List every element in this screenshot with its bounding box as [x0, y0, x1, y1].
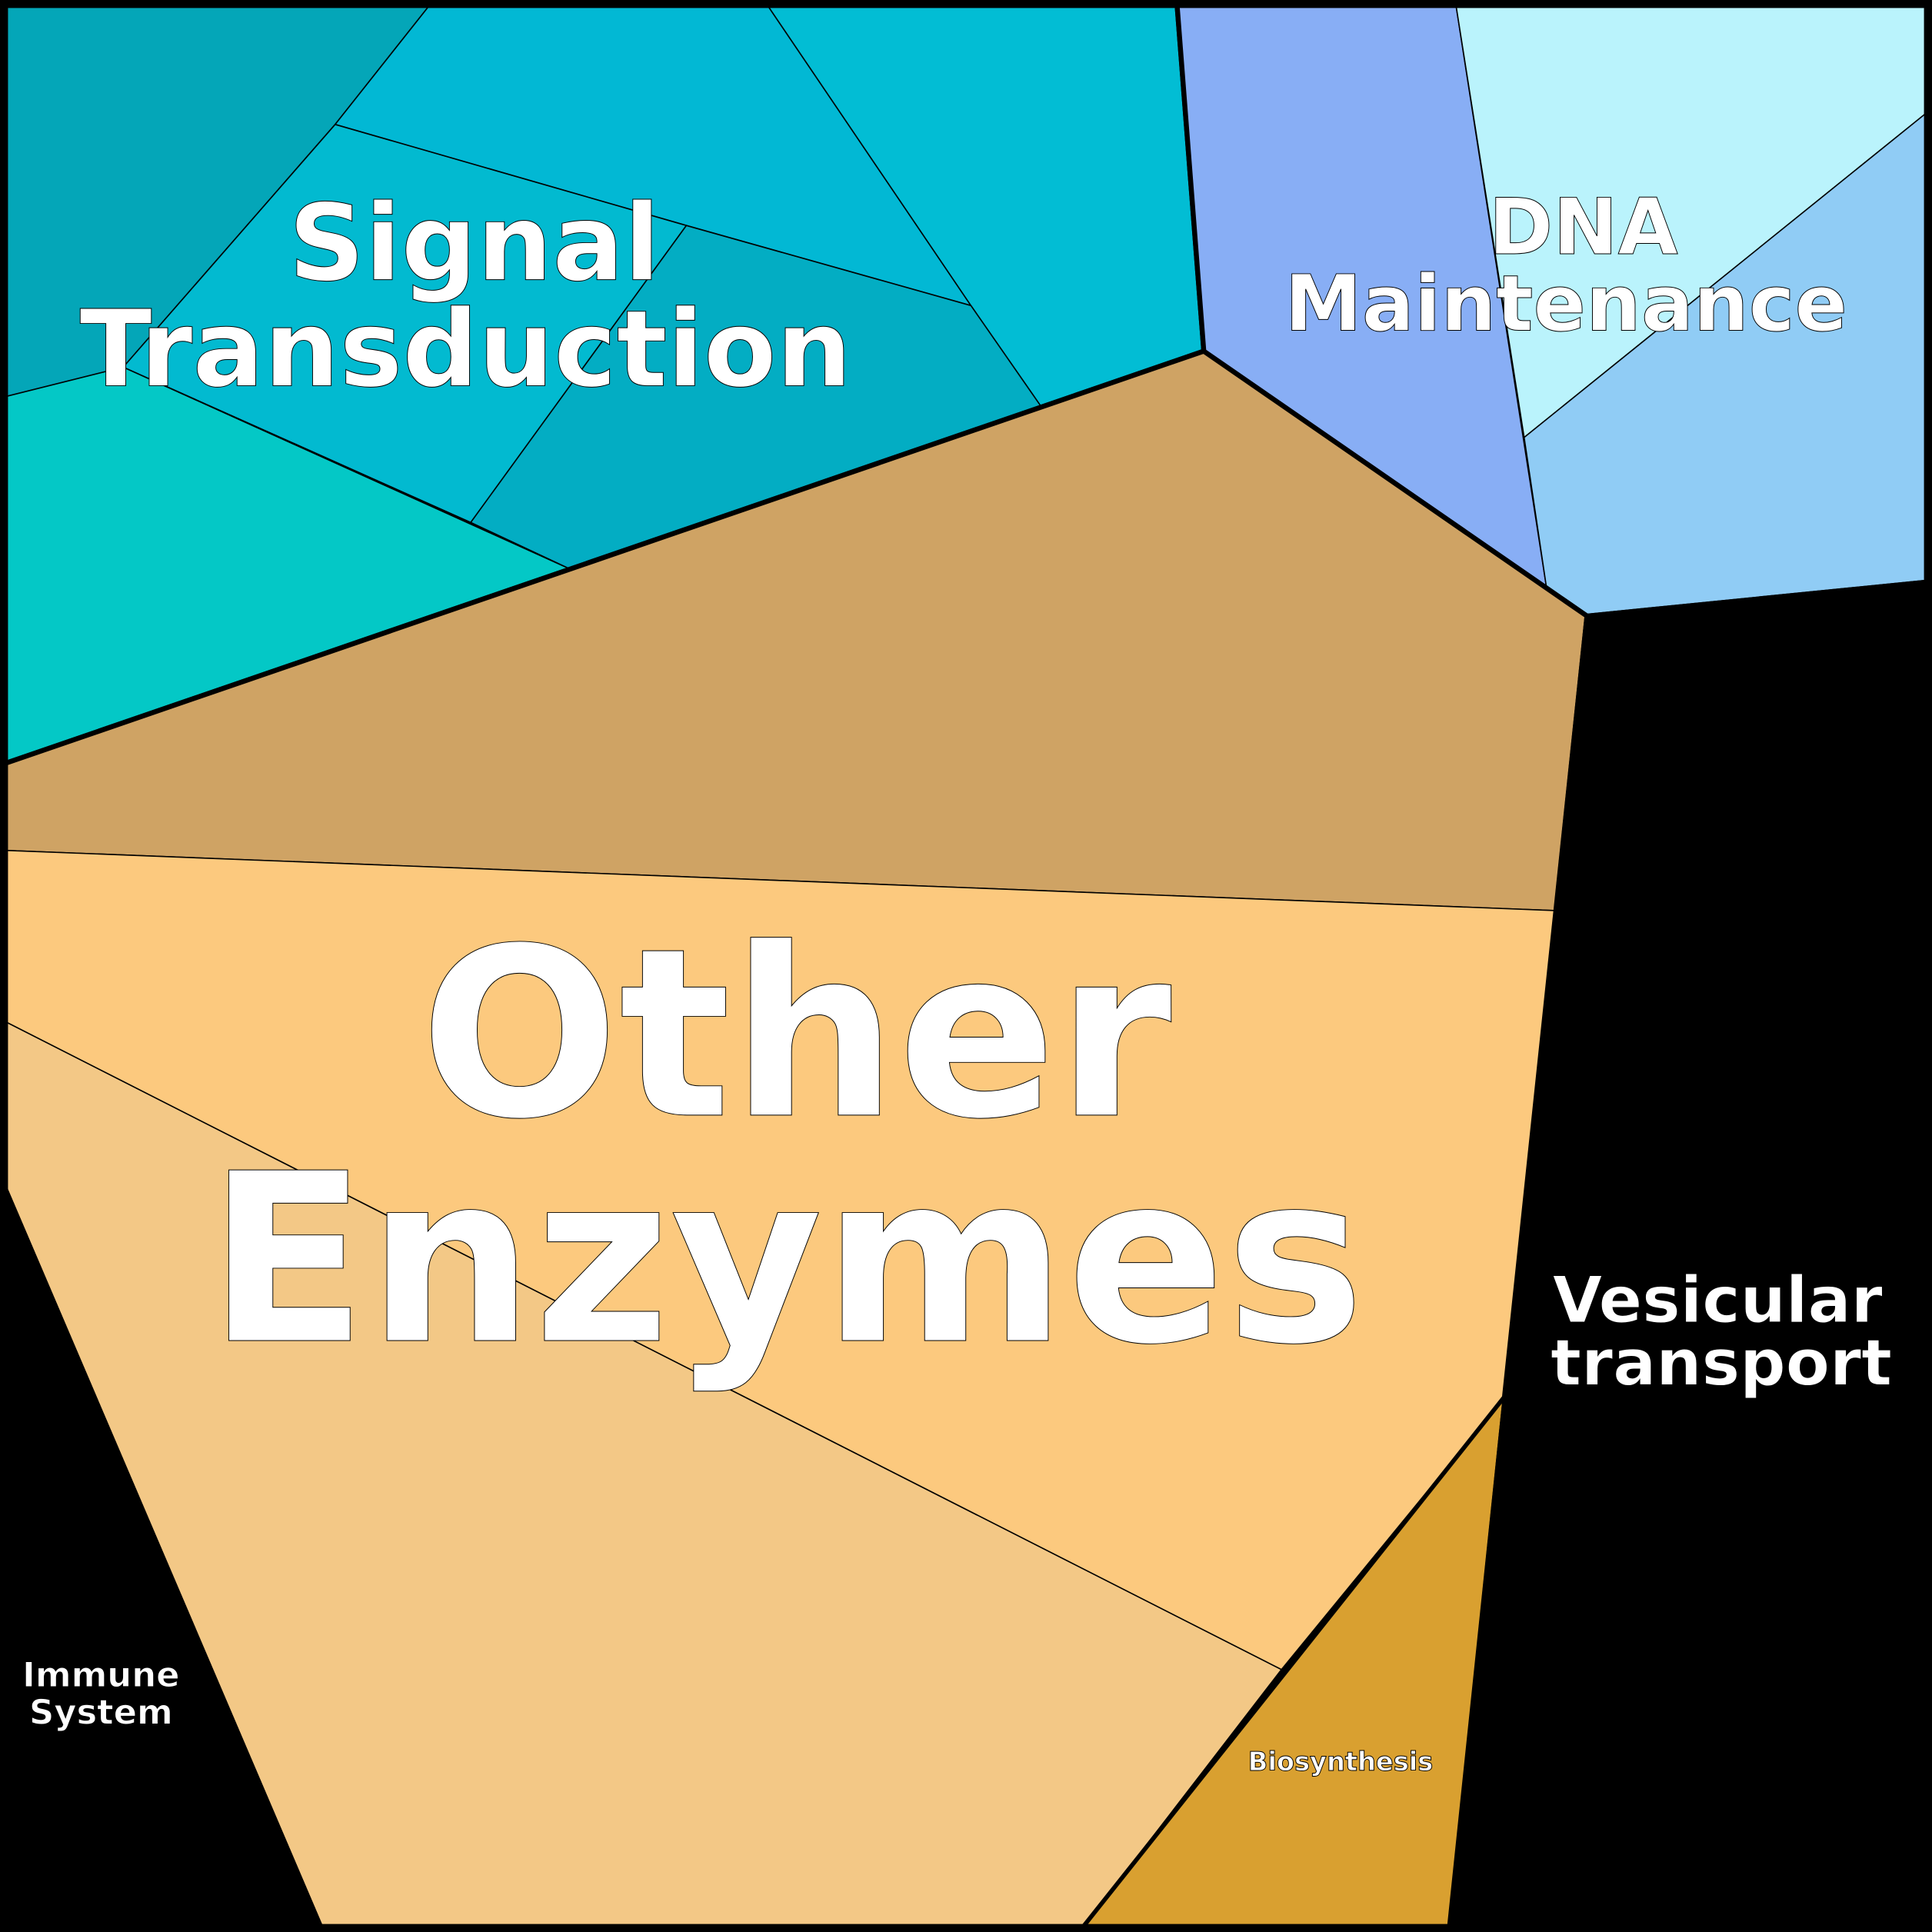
dna-label-line2: Maintenance: [1284, 258, 1847, 348]
signal-label-line1: Signal: [288, 182, 660, 305]
immune-label-line2: System: [29, 1691, 173, 1732]
dna-cell-2: [1454, 0, 1932, 439]
enzymes-cell-2: [0, 849, 1556, 1671]
enzymes-label-line1: Other: [420, 898, 1174, 1171]
immune-label-line1: Immune: [22, 1654, 179, 1695]
vesicular-transport-region: [1446, 578, 1932, 1932]
dna-maintenance-region: [1174, 0, 1932, 619]
enzymes-label-line2: Enzymes: [208, 1123, 1365, 1396]
biosynthesis-label: Biosynthesis: [1248, 1747, 1434, 1777]
vesicular-label-line2: transport: [1551, 1326, 1892, 1401]
other-enzymes-region: [0, 348, 1590, 1932]
signal-label-line2: Transduction: [80, 288, 852, 411]
signal-transduction-region: [0, 0, 1207, 768]
vesicular-label-line1: Vesicular: [1553, 1263, 1883, 1337]
immune-system-region: [0, 1174, 325, 1932]
signal-cell-5: [122, 123, 688, 524]
dna-label-line1: DNA: [1488, 182, 1677, 272]
enzymes-cell-3: [0, 1018, 1283, 1932]
